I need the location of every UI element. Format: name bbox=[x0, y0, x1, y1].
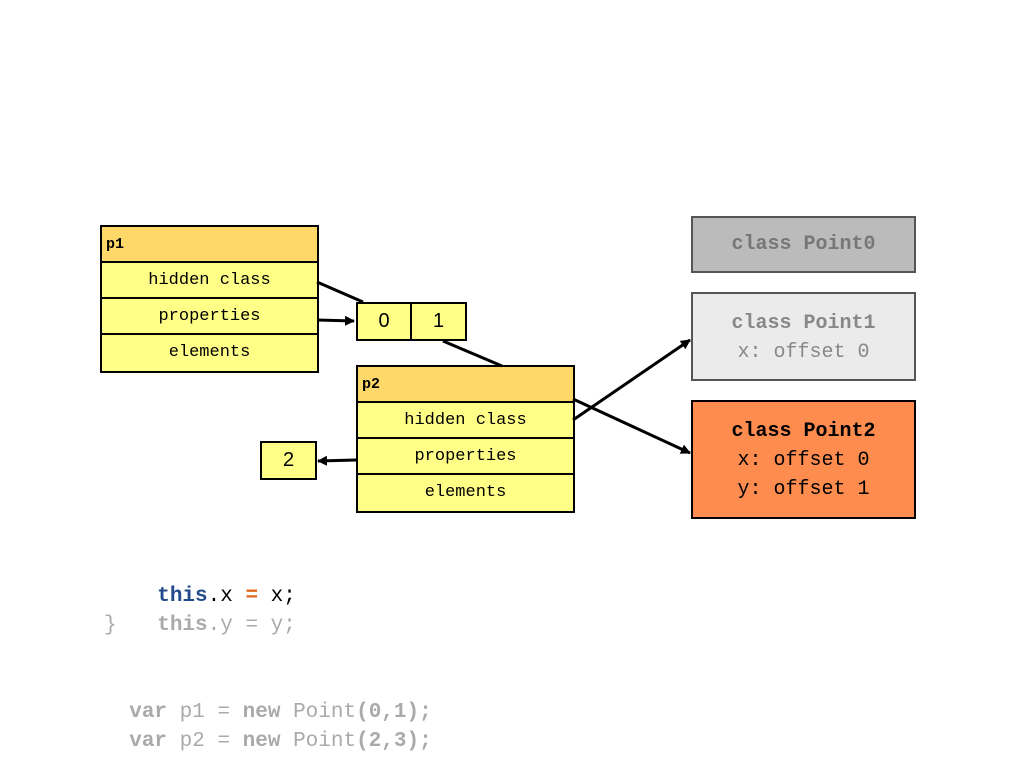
code-keyword-var: var bbox=[129, 701, 168, 724]
code-keyword-this: this bbox=[157, 585, 208, 608]
arrow-p1-hidden-class-to-point2-segment2 bbox=[442, 339, 503, 368]
arrow-p1-properties-to-store bbox=[316, 315, 355, 326]
code-assign-operator: = bbox=[245, 585, 259, 608]
code-line-var-p1: var p1 = new Point(0,1); bbox=[104, 669, 432, 727]
p1-property-slot-1: 1 bbox=[410, 302, 467, 341]
code-keyword-this-2: this bbox=[157, 614, 208, 637]
code-y-assign: .y = y; bbox=[207, 614, 296, 637]
code-line-close-brace: } bbox=[104, 614, 117, 637]
class-point0: class Point0 bbox=[691, 216, 916, 273]
p1-properties-field: properties bbox=[102, 299, 317, 335]
code-line-this-y: this.y = y; bbox=[132, 582, 296, 640]
p2-property-slot-0: 2 bbox=[260, 441, 317, 480]
class-point2-field-y: y: offset 1 bbox=[737, 478, 870, 501]
code-point-constructor: Point bbox=[280, 701, 357, 724]
class-point2-field-x: x: offset 0 bbox=[737, 449, 870, 472]
object-p1-header: p1 bbox=[102, 227, 317, 263]
object-p1: p1 hidden class properties elements bbox=[100, 225, 319, 373]
code-x-value: x; bbox=[258, 585, 296, 608]
class-point2-title: class Point2 bbox=[731, 420, 876, 443]
code-point-constructor-2: Point bbox=[280, 730, 357, 753]
class-point1: class Point1 x: offset 0 bbox=[691, 292, 916, 381]
code-p1-decl: p1 = bbox=[167, 701, 243, 724]
code-keyword-new: new bbox=[242, 701, 281, 724]
class-point2: class Point2 x: offset 0 y: offset 1 bbox=[691, 400, 916, 519]
code-line-var-p2: var p2 = new Point(2,3); bbox=[104, 698, 432, 756]
p1-elements-field: elements bbox=[168, 343, 251, 362]
code-p2-args: (2,3); bbox=[356, 730, 432, 753]
object-p2: p2 hidden class properties elements bbox=[356, 365, 575, 513]
code-keyword-var-2: var bbox=[129, 730, 168, 753]
p1-hidden-class-field: hidden class bbox=[102, 263, 317, 299]
class-point0-title: class Point0 bbox=[731, 233, 876, 256]
arrow-p2-properties-to-store bbox=[317, 455, 357, 466]
code-p1-args: (0,1); bbox=[356, 701, 432, 724]
class-point1-field-x: x: offset 0 bbox=[737, 341, 870, 364]
p1-property-slot-0: 0 bbox=[356, 302, 412, 341]
code-p2-decl: p2 = bbox=[167, 730, 243, 753]
p2-properties-field: properties bbox=[358, 439, 573, 475]
object-p2-header: p2 bbox=[358, 367, 573, 403]
code-keyword-new-2: new bbox=[242, 730, 281, 753]
p2-hidden-class-field: hidden class bbox=[358, 403, 573, 439]
p2-elements-field: elements bbox=[424, 483, 507, 502]
code-x-member: .x bbox=[207, 585, 246, 608]
class-point1-title: class Point1 bbox=[731, 312, 876, 335]
arrow-p1-hidden-class-to-point2-segment1 bbox=[316, 280, 364, 304]
arrow-p2-hidden-class-to-point1 bbox=[572, 338, 691, 422]
code-line-this-x: this.x = x; bbox=[132, 553, 296, 611]
